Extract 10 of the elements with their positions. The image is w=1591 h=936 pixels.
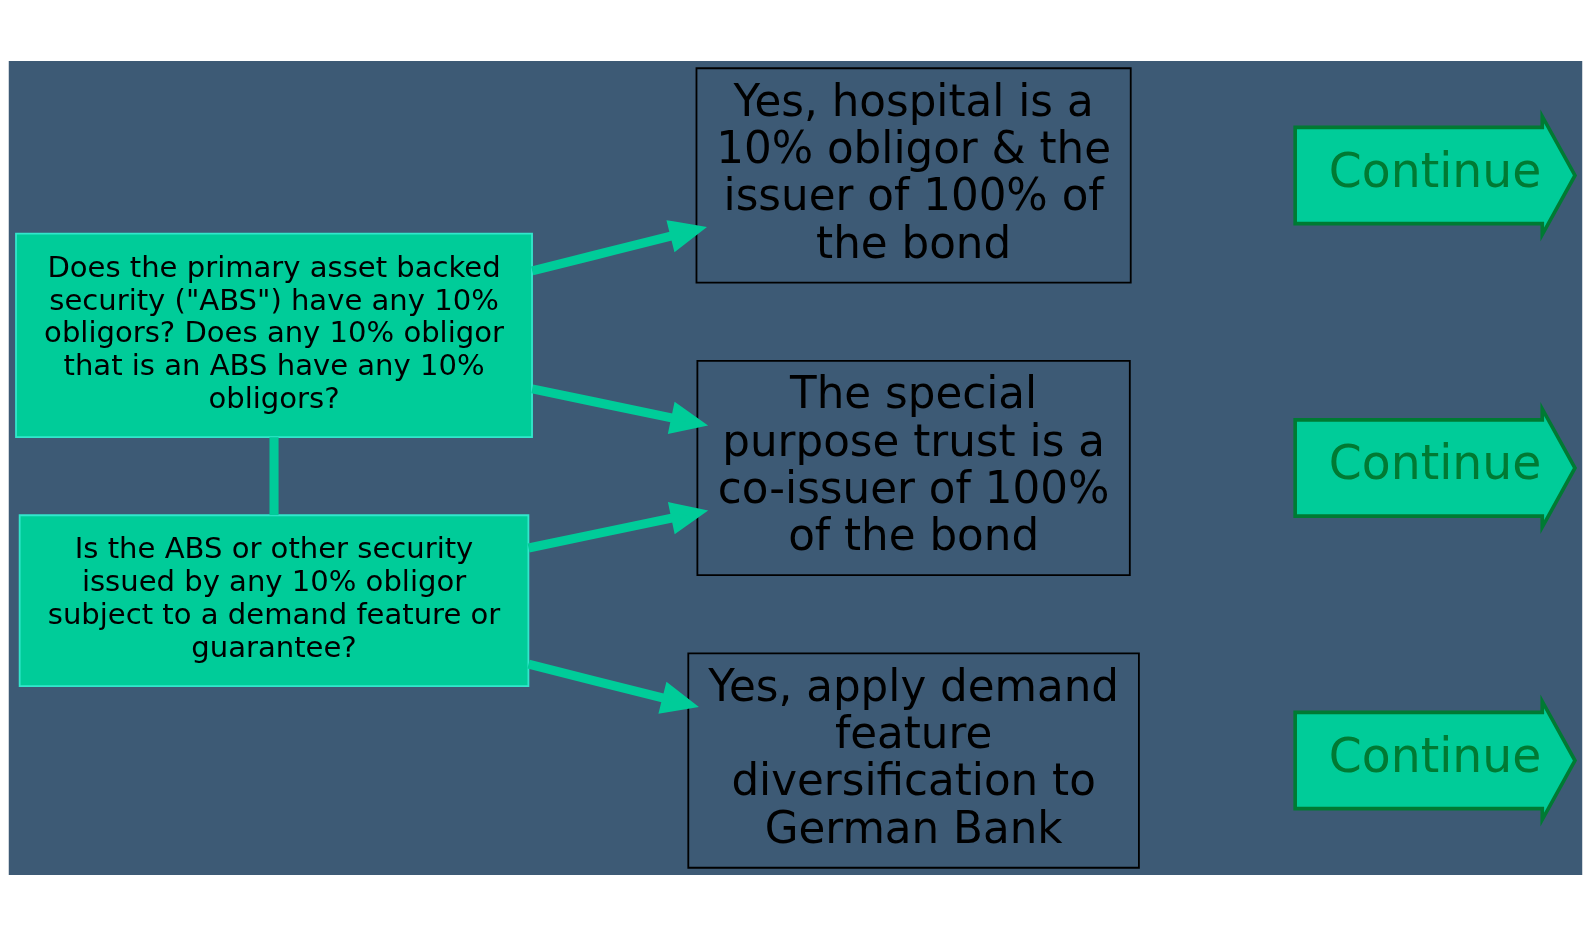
node-box: Yes, hospital is a 10% obligor & the issuer of 100% of the bond bbox=[695, 67, 1132, 284]
node-box: Yes, apply demand feature diversification to German Bank bbox=[687, 652, 1140, 869]
arrow bbox=[527, 659, 699, 714]
arrow bbox=[527, 502, 709, 553]
node-box: Is the ABS or other security issued by any 10% obligor subject to a demand feature or guarantee? bbox=[18, 514, 530, 687]
node-box: Does the primary asset backed security ("ABS") have any 10% obligors? Does any 10% obligor that is an ABS have any 10% obligors? bbox=[15, 232, 533, 439]
node-box: The special purpose trust is a co-issuer of 100% of the bond bbox=[696, 359, 1131, 577]
connector bbox=[269, 437, 279, 516]
arrow bbox=[531, 220, 707, 276]
arrow bbox=[531, 384, 709, 434]
